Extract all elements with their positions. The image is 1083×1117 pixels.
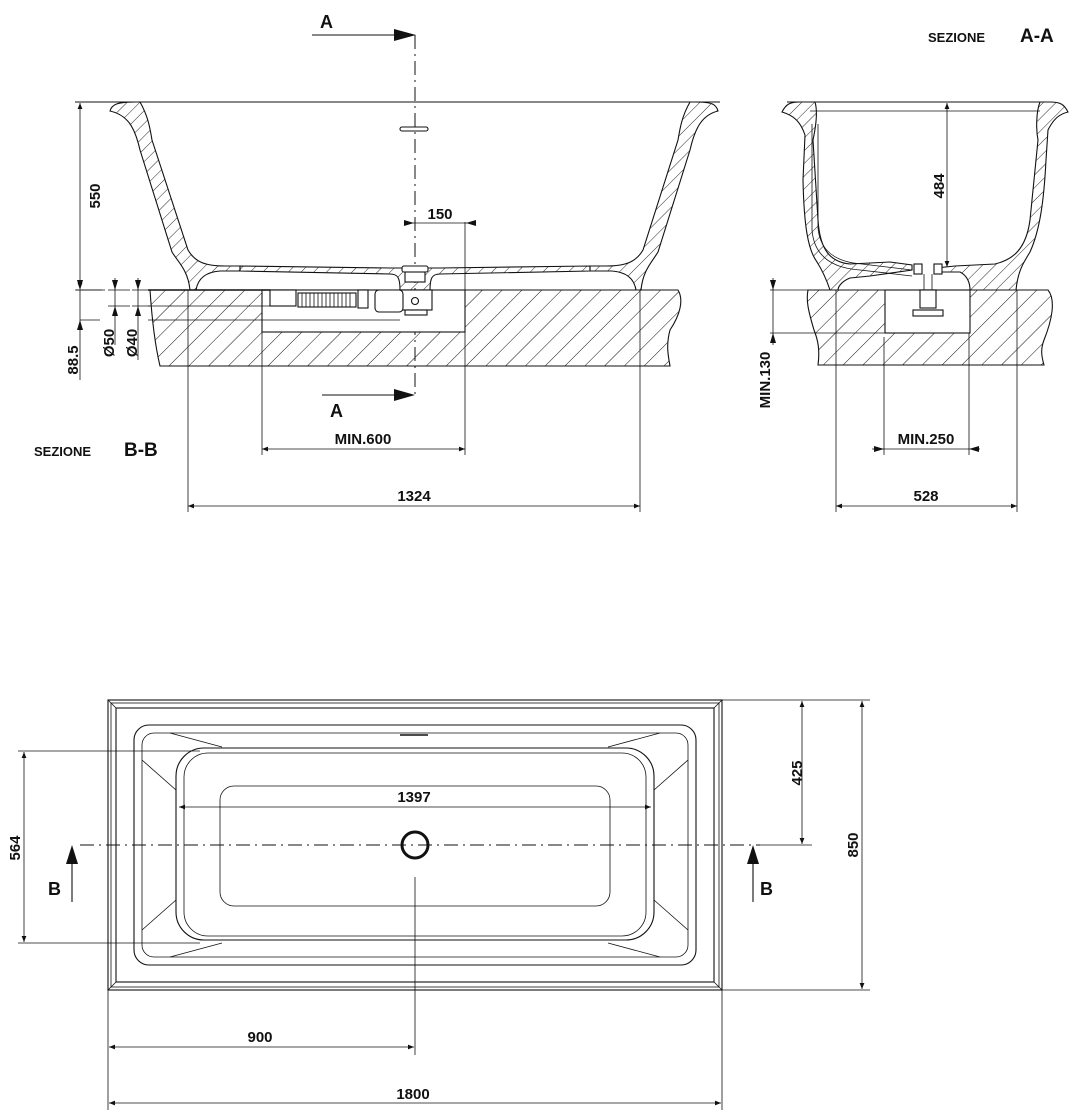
- dim-1324: 1324: [397, 488, 431, 505]
- dim-diameter-40: Ø40: [124, 329, 141, 357]
- section-b-b: A: [34, 12, 720, 512]
- title-word: SEZIONE: [34, 444, 91, 459]
- cut-letter: A: [320, 12, 333, 32]
- dim-528: 528: [913, 488, 938, 505]
- title-word: SEZIONE: [928, 30, 985, 45]
- cut-marker-b-left: B: [48, 845, 78, 902]
- dim-1800: 1800: [396, 1086, 429, 1103]
- dim-900: 900: [247, 1029, 272, 1046]
- dim-diameter-50: Ø50: [101, 329, 118, 357]
- dim-425: 425: [789, 760, 806, 785]
- dim-1397: 1397: [397, 789, 430, 806]
- cut-marker-a-top: A: [312, 12, 416, 41]
- cut-letter: A: [330, 401, 343, 421]
- dim-min-600: MIN.600: [335, 431, 392, 448]
- title-id: B-B: [124, 440, 158, 461]
- pipe-dimensions: 88.5 Ø50 Ø40: [65, 278, 150, 380]
- title-id: A-A: [1020, 26, 1054, 47]
- section-b-b-title: SEZIONE B-B: [34, 440, 158, 461]
- cut-marker-a-bottom: A: [322, 389, 415, 421]
- plan-view: B B 564 1397 425 850 900 1800: [7, 699, 870, 1110]
- section-a-a-title: SEZIONE A-A: [928, 26, 1054, 47]
- dim-550: 550: [87, 183, 104, 208]
- dim-150: 150: [427, 206, 452, 223]
- dim-min-250: MIN.250: [898, 431, 955, 448]
- dim-564: 564: [7, 835, 24, 861]
- section-a-a: SEZIONE A-A 484: [757, 26, 1069, 512]
- dim-850: 850: [845, 832, 862, 857]
- dim-484: 484: [931, 173, 948, 199]
- dim-min-130: MIN.130: [757, 352, 774, 409]
- cut-marker-b-right: B: [747, 845, 773, 902]
- dim-88-5: 88.5: [65, 345, 82, 374]
- cut-letter: B: [760, 879, 773, 899]
- cut-letter: B: [48, 879, 61, 899]
